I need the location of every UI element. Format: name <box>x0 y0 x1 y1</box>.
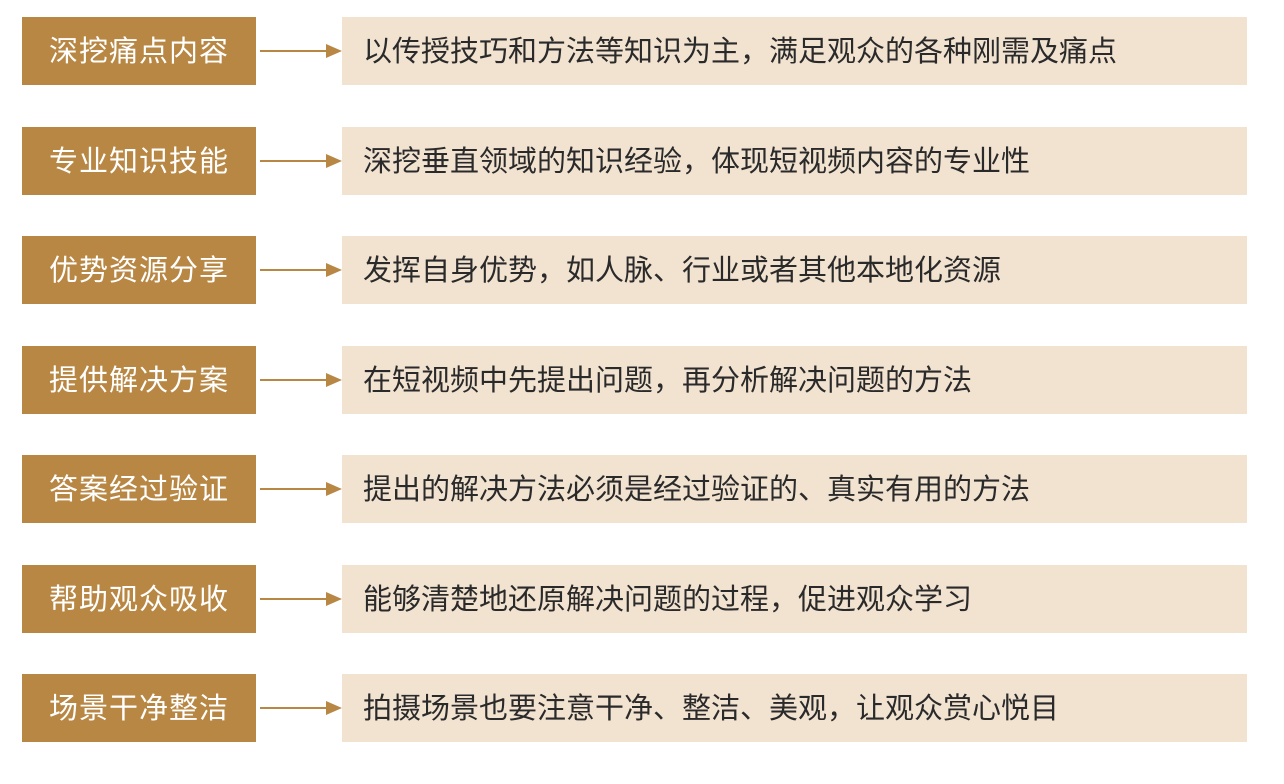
row-label: 答案经过验证 <box>22 455 256 523</box>
mapping-row: 帮助观众吸收 能够清楚地还原解决问题的过程，促进观众学习 <box>22 564 1247 633</box>
right-arrow-icon <box>260 372 342 387</box>
row-description: 在短视频中先提出问题，再分析解决问题的方法 <box>342 345 1247 414</box>
row-description: 发挥自身优势，如人脉、行业或者其他本地化资源 <box>342 236 1247 304</box>
row-description: 以传授技巧和方法等知识为主，满足观众的各种刚需及痛点 <box>342 17 1247 85</box>
row-description: 拍摄场景也要注意干净、整洁、美观，让观众赏心悦目 <box>342 674 1247 742</box>
mapping-diagram: 深挖痛点内容 以传授技巧和方法等知识为主，满足观众的各种刚需及痛点 专业知识技能… <box>22 17 1247 784</box>
row-description: 能够清楚地还原解决问题的过程，促进观众学习 <box>342 564 1247 633</box>
right-arrow-icon <box>260 701 342 715</box>
right-arrow-icon <box>260 482 342 496</box>
row-description: 提出的解决方法必须是经过验证的、真实有用的方法 <box>342 455 1247 523</box>
row-description: 深挖垂直领域的知识经验，体现短视频内容的专业性 <box>342 126 1247 195</box>
mapping-row: 深挖痛点内容 以传授技巧和方法等知识为主，满足观众的各种刚需及痛点 <box>22 17 1247 85</box>
right-arrow-icon <box>260 44 342 58</box>
row-label: 专业知识技能 <box>22 126 256 195</box>
mapping-row: 场景干净整洁 拍摄场景也要注意干净、整洁、美观，让观众赏心悦目 <box>22 674 1247 742</box>
mapping-row: 提供解决方案 在短视频中先提出问题，再分析解决问题的方法 <box>22 345 1247 414</box>
mapping-row: 答案经过验证 提出的解决方法必须是经过验证的、真实有用的方法 <box>22 455 1247 523</box>
right-arrow-icon <box>260 591 342 606</box>
row-label: 帮助观众吸收 <box>22 564 256 633</box>
row-label: 场景干净整洁 <box>22 674 256 742</box>
row-label: 深挖痛点内容 <box>22 17 256 85</box>
mapping-row: 优势资源分享 发挥自身优势，如人脉、行业或者其他本地化资源 <box>22 236 1247 304</box>
right-arrow-icon <box>260 153 342 168</box>
row-label: 优势资源分享 <box>22 236 256 304</box>
right-arrow-icon <box>260 263 342 277</box>
row-label: 提供解决方案 <box>22 345 256 414</box>
mapping-row: 专业知识技能 深挖垂直领域的知识经验，体现短视频内容的专业性 <box>22 126 1247 195</box>
